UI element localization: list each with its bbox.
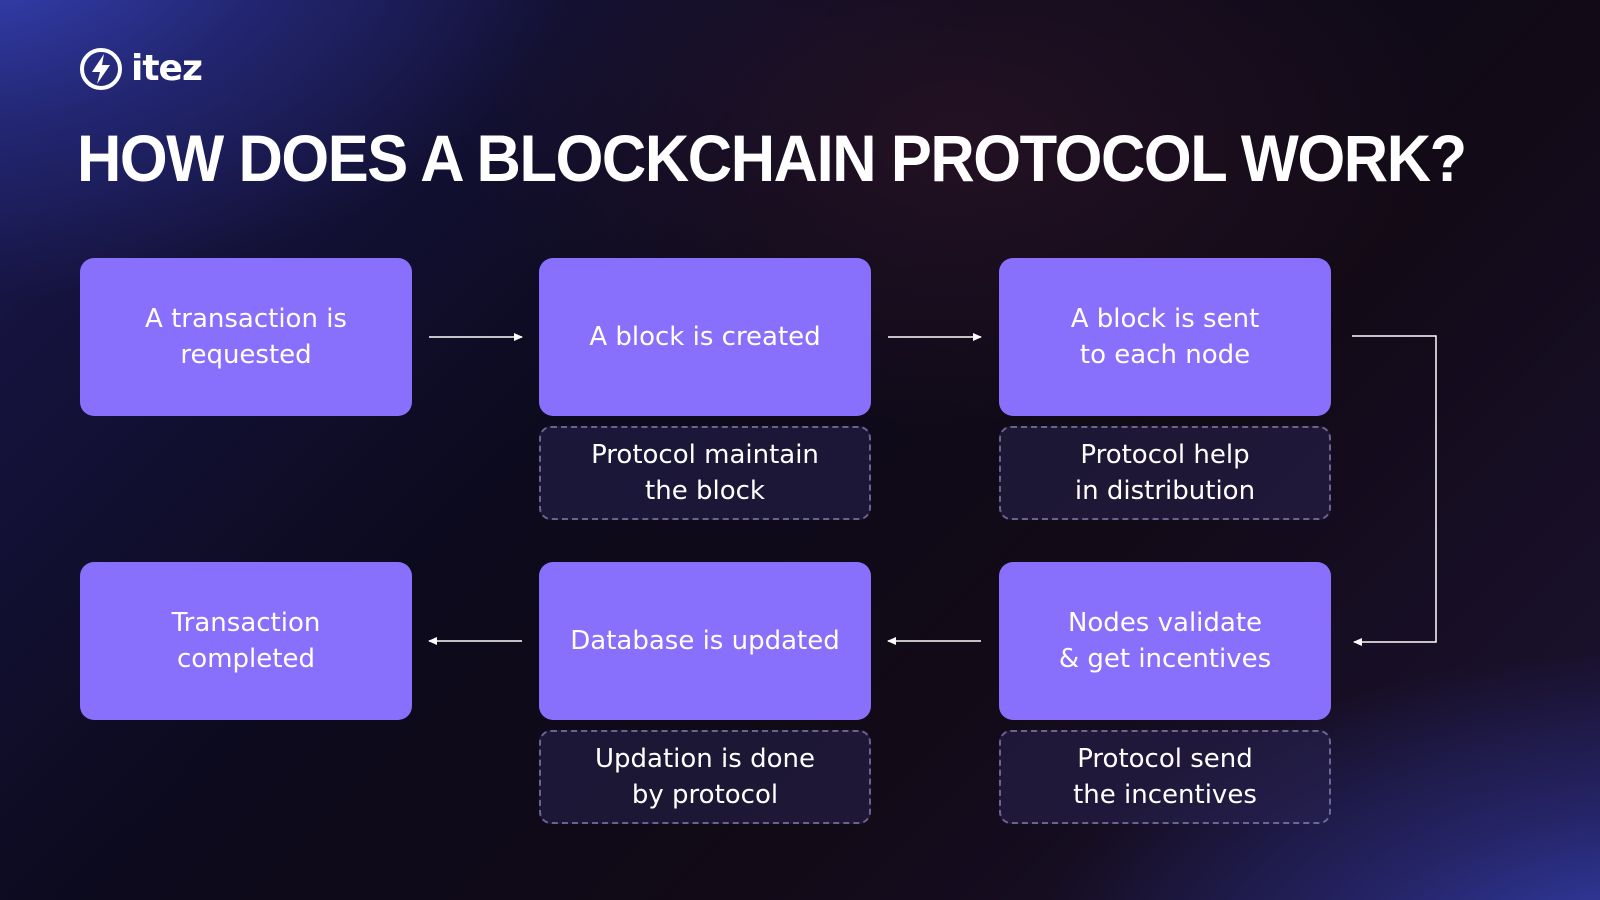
note-label: Updation is done by protocol [595, 744, 815, 810]
step-label: Database is updated [570, 626, 840, 656]
page-title: HOW DOES A BLOCKCHAIN PROTOCOL WORK? [77, 121, 1467, 195]
note-label: Protocol maintain the block [591, 440, 819, 506]
step-label: Transaction completed [171, 608, 321, 674]
step-label: A transaction is requested [145, 304, 347, 370]
arrow-step3-to-step4 [1352, 335, 1437, 646]
note-protocol-send-incentives: Protocol send the incentives [999, 730, 1331, 824]
step-label: A block is sent to each node [1070, 304, 1260, 370]
step-label: A block is created [589, 322, 821, 352]
note-protocol-maintain: Protocol maintain the block [539, 426, 871, 520]
note-updation-by-protocol: Updation is done by protocol [539, 730, 871, 824]
step-database-updated: Database is updated [539, 562, 871, 720]
brand-name: itez [131, 48, 203, 89]
step-label: Nodes validate & get incentives [1058, 608, 1272, 674]
note-protocol-distribution: Protocol help in distribution [999, 426, 1331, 520]
lightning-bolt-icon [80, 48, 122, 90]
brand-logo: itez [79, 46, 203, 92]
step-transaction-requested: A transaction is requested [80, 258, 412, 416]
step-block-sent: A block is sent to each node [999, 258, 1331, 416]
note-label: Protocol send the incentives [1073, 744, 1257, 810]
note-label: Protocol help in distribution [1074, 440, 1256, 506]
step-transaction-completed: Transaction completed [80, 562, 412, 720]
step-nodes-validate: Nodes validate & get incentives [999, 562, 1331, 720]
step-block-created: A block is created [539, 258, 871, 416]
